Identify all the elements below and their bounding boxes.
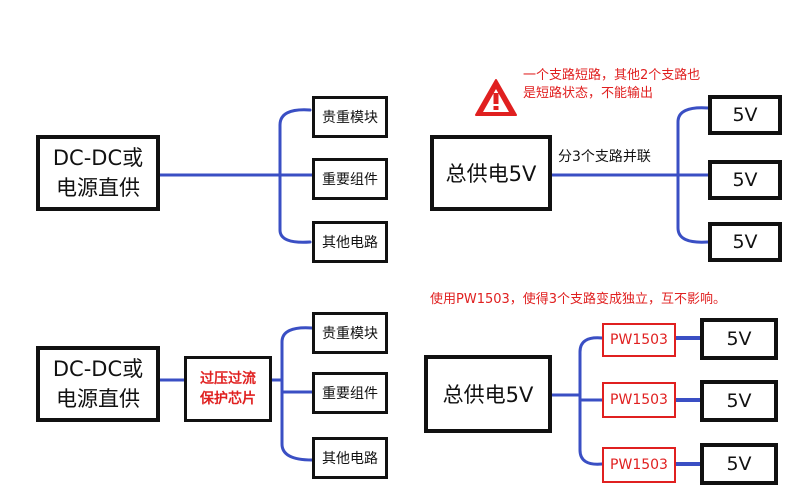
- output-label: 5V: [732, 104, 758, 126]
- warning-text: 一个支路短路，其他2个支路也 是短路状态，不能输出: [523, 67, 700, 103]
- load-box-precious-top: 贵重模块: [312, 96, 388, 138]
- load-box-other-bottom: 其他电路: [312, 437, 388, 479]
- source-line1: DC-DC或: [52, 357, 144, 381]
- load-box-important-bottom: 重要组件: [312, 372, 388, 414]
- protect-line2: 保护芯片: [200, 391, 256, 407]
- output-box-top-3: 5V: [708, 222, 782, 262]
- chip-label: PW1503: [610, 457, 668, 473]
- source-line2: 电源直供: [56, 387, 140, 411]
- chip-label: PW1503: [610, 392, 668, 408]
- output-box-top-2: 5V: [708, 160, 782, 200]
- load-box-precious-bottom: 贵重模块: [312, 312, 388, 354]
- load-box-important-top: 重要组件: [312, 158, 388, 200]
- load-label: 重要组件: [322, 386, 378, 402]
- output-box-bottom-2: 5V: [700, 380, 778, 422]
- supply-box-top: 总供电5V: [430, 135, 552, 211]
- load-box-other-top: 其他电路: [312, 221, 388, 263]
- output-box-bottom-3: 5V: [700, 443, 778, 485]
- load-label: 贵重模块: [322, 326, 378, 342]
- output-label: 5V: [732, 231, 758, 253]
- load-label: 其他电路: [322, 451, 378, 467]
- supply-label: 总供电5V: [445, 162, 537, 186]
- output-label: 5V: [726, 453, 752, 475]
- supply-label: 总供电5V: [442, 383, 534, 407]
- output-box-bottom-1: 5V: [700, 318, 778, 360]
- source-line1: DC-DC或: [52, 146, 144, 170]
- source-line2: 电源直供: [56, 176, 140, 200]
- protection-chip-box: 过压过流 保护芯片: [184, 356, 272, 422]
- pw1503-chip-1: PW1503: [602, 323, 676, 357]
- supply-box-bottom: 总供电5V: [424, 355, 552, 433]
- pw1503-chip-2: PW1503: [602, 382, 676, 418]
- output-label: 5V: [732, 169, 758, 191]
- load-label: 其他电路: [322, 235, 378, 251]
- load-label: 重要组件: [322, 172, 378, 188]
- warning-triangle-icon: [475, 79, 517, 116]
- output-label: 5V: [726, 328, 752, 350]
- output-label: 5V: [726, 390, 752, 412]
- output-box-top-1: 5V: [708, 95, 782, 135]
- warning-line1: 一个支路短路，其他2个支路也: [523, 68, 701, 83]
- warning-line2: 是短路状态，不能输出: [523, 86, 654, 101]
- chip-label: PW1503: [610, 332, 668, 348]
- pw1503-chip-3: PW1503: [602, 447, 676, 483]
- load-label: 贵重模块: [322, 110, 378, 126]
- protect-line1: 过压过流: [200, 371, 256, 387]
- split-label: 分3个支路并联: [558, 149, 651, 165]
- source-box-top: DC-DC或 电源直供: [36, 135, 160, 211]
- source-box-bottom: DC-DC或 电源直供: [36, 346, 160, 422]
- isolation-note: 使用PW1503，使得3个支路变成独立，互不影响。: [430, 292, 727, 307]
